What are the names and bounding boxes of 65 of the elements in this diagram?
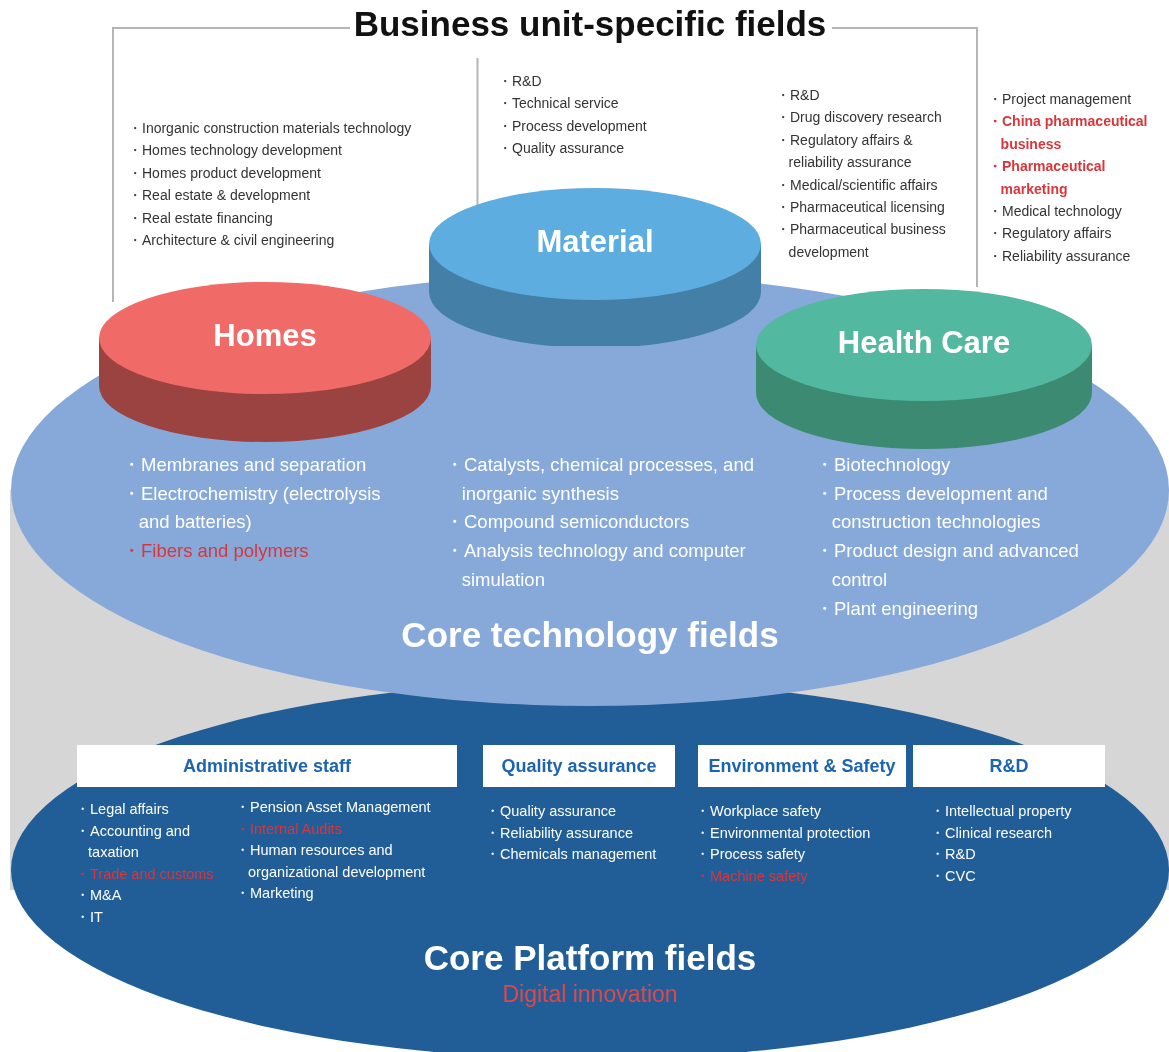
- bullet-item: ・Machine safety: [695, 866, 809, 886]
- bullet-item: ・Product design and advanced control: [815, 539, 1080, 592]
- bullet-item: ・R&D: [930, 845, 977, 864]
- heading-box: Quality assurance: [483, 745, 675, 787]
- heading-box: Environment & Safety: [698, 745, 906, 787]
- bullet-item: ・M&A: [75, 886, 123, 905]
- heading-box: R&D: [913, 745, 1105, 787]
- bullet-item: ・Regulatory affairs & reliability assurance: [776, 130, 914, 173]
- bullet-item: ・Reliability assurance: [485, 823, 634, 843]
- bullet-item: ・Architecture & civil engineering: [128, 231, 336, 251]
- bullet-item: ・Biotechnology: [815, 453, 952, 477]
- disc-label: Material: [535, 224, 655, 260]
- heading-box: Administrative staff: [77, 745, 457, 787]
- bullet-item: ・Project management: [988, 90, 1133, 109]
- bullet-item: ・Electrochemistry (electrolysis and batteries): [122, 481, 382, 535]
- bullet-item: ・Catalysts, chemical processes, and inorganic synthesis: [445, 453, 755, 506]
- bullet-item: ・R&D: [776, 86, 821, 105]
- disc-cylinder: [427, 186, 763, 346]
- bullet-item: ・Compound semiconductors: [445, 510, 691, 535]
- bullet-item: ・Marketing: [235, 884, 315, 903]
- layer-subtitle: Digital innovation: [501, 981, 679, 1008]
- bullet-item: ・Pharmaceutical marketing: [988, 157, 1107, 199]
- bullet-item: ・Pharmaceutical business development: [776, 220, 947, 262]
- bullet-item: ・IT: [75, 907, 104, 927]
- bullet-item: ・Workplace safety: [695, 802, 822, 821]
- bullet-item: ・Human resources and organizational development: [235, 841, 427, 882]
- bullet-item: ・Medical/scientific affairs: [776, 175, 939, 195]
- bullet-item: ・Analysis technology and computer simulation: [445, 539, 747, 592]
- bullet-item: ・Trade and customs: [75, 864, 215, 884]
- bullet-item: ・Accounting and taxation: [75, 821, 191, 862]
- bullet-item: ・Reliability assurance: [988, 246, 1132, 266]
- bullet-item: ・China pharmaceutical business: [988, 112, 1149, 154]
- bullet-item: ・Process safety: [695, 845, 807, 864]
- bullet-item: ・Fibers and polymers: [122, 539, 310, 564]
- bullet-item: ・Pharmaceutical licensing: [776, 198, 946, 218]
- bullet-item: ・Clinical research: [930, 823, 1054, 843]
- bullet-item: ・Pension Asset Management: [235, 798, 432, 817]
- bullet-item: ・Intellectual property: [930, 802, 1073, 821]
- disc-label: Health Care: [836, 325, 1012, 361]
- disc-label: Homes: [212, 318, 318, 354]
- bullet-item: ・Real estate & development: [128, 186, 312, 206]
- bullet-item: ・Internal Audits: [235, 819, 343, 839]
- bullet-item: ・Real estate financing: [128, 208, 274, 228]
- disc-cylinder: [97, 280, 433, 445]
- bullet-item: ・Membranes and separation: [122, 453, 368, 477]
- bullet-item: ・Process development: [498, 116, 648, 136]
- bullet-item: ・Environmental protection: [695, 823, 872, 843]
- bullet-item: ・CVC: [930, 866, 977, 886]
- bullet-item: ・Legal affairs: [75, 800, 170, 819]
- bullet-item: ・Drug discovery research: [776, 108, 943, 128]
- bullet-item: ・Process development and construction technologies: [815, 481, 1049, 535]
- bullet-item: ・Plant engineering: [815, 596, 979, 621]
- bullet-item: ・Homes product development: [128, 163, 322, 183]
- bullet-item: ・Technical service: [498, 94, 620, 114]
- bullet-item: ・Regulatory affairs: [988, 224, 1113, 244]
- layer-title: Core technology fields: [400, 615, 780, 655]
- layer-title: Core Platform fields: [422, 938, 758, 978]
- bullet-item: ・Chemicals management: [485, 845, 658, 864]
- bullet-item: ・Quality assurance: [498, 139, 626, 159]
- bullet-item: ・Homes technology development: [128, 141, 343, 161]
- bullet-item: ・Medical technology: [988, 202, 1123, 222]
- disc-cylinder: [754, 287, 1094, 452]
- bullet-item: ・R&D: [498, 72, 543, 91]
- bullet-item: ・Inorganic construction materials technology: [128, 119, 413, 138]
- bullet-item: ・Quality assurance: [485, 802, 618, 821]
